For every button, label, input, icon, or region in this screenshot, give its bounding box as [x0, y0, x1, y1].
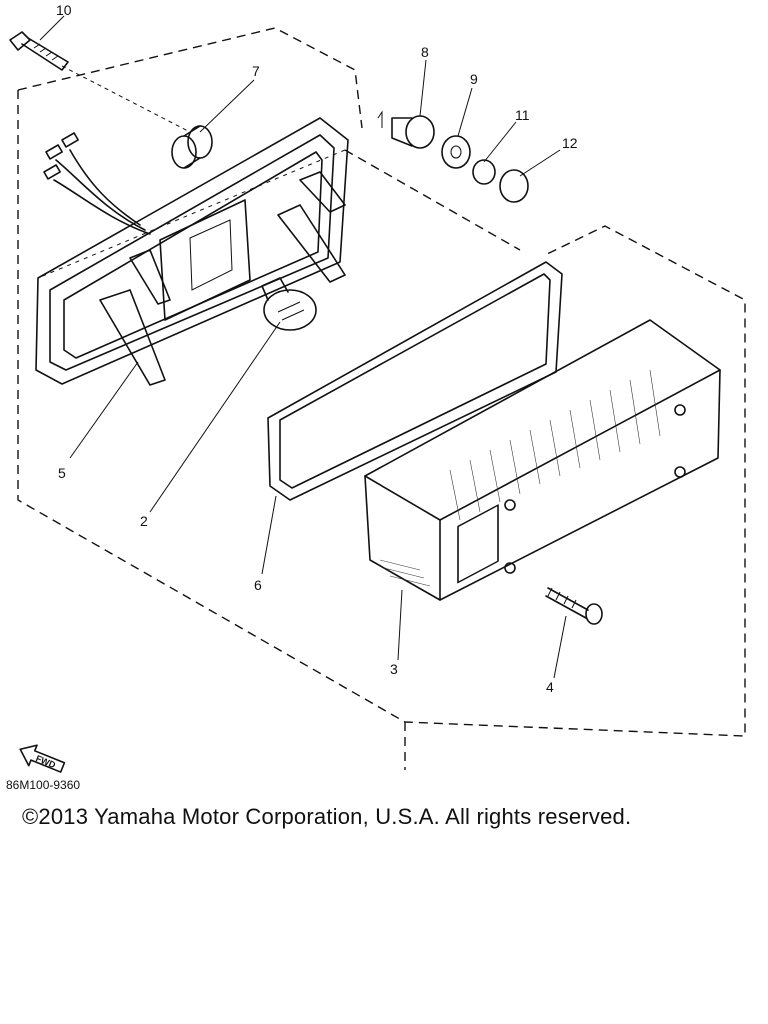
callout-7: 7 — [252, 63, 260, 79]
grommet-part-7 — [171, 125, 213, 169]
callout-11: 11 — [515, 107, 530, 123]
fastener-stack-parts-8-9-11-12 — [377, 110, 529, 203]
lamp-housing-part-1 — [35, 117, 349, 386]
callout-12: 12 — [562, 135, 578, 151]
gasket-part-6 — [267, 261, 563, 501]
callout-10: 10 — [56, 2, 72, 18]
lens-part-3 — [364, 319, 721, 601]
callout-3: 3 — [390, 661, 398, 677]
fwd-label: FWD — [34, 753, 57, 770]
copyright-notice: ©2013 Yamaha Motor Corporation, U.S.A. A… — [22, 804, 632, 829]
leader-lines — [37, 15, 567, 679]
exploded-parts-diagram: 10 7 8 9 11 12 5 2 6 3 4 FWD — [9, 2, 746, 773]
screw-part-10 — [9, 31, 191, 133]
bulb-part-2 — [261, 277, 317, 331]
callout-4: 4 — [546, 679, 554, 695]
callout-2: 2 — [140, 513, 148, 529]
callout-5: 5 — [58, 465, 66, 481]
diagram-part-code: 86M100-9360 — [6, 778, 81, 792]
assembly-boundary — [17, 27, 746, 770]
callout-6: 6 — [254, 577, 262, 593]
callout-8: 8 — [421, 44, 429, 60]
screw-part-4 — [545, 587, 603, 625]
callout-9: 9 — [470, 71, 478, 87]
fwd-arrow-icon: FWD — [19, 744, 66, 773]
